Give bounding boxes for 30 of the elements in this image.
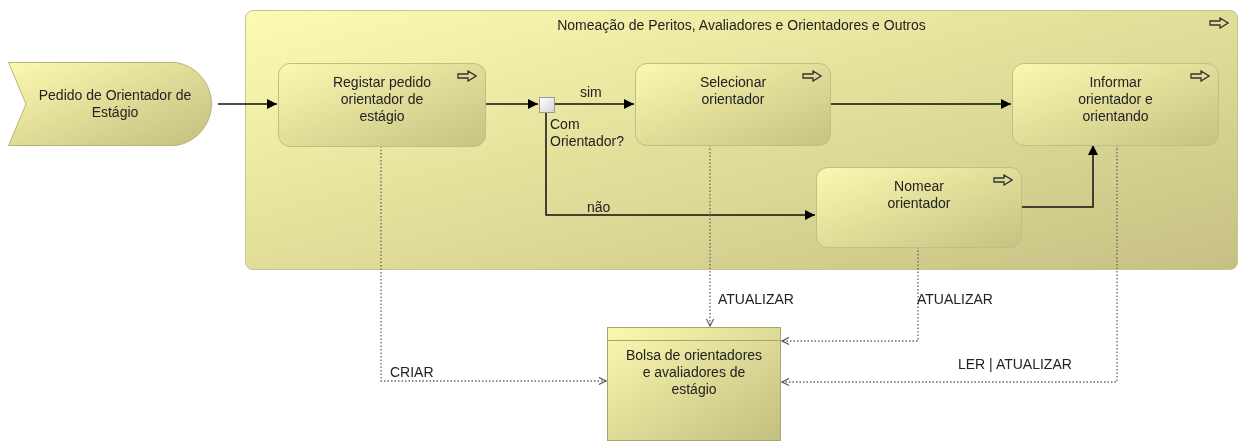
arrow xyxy=(217,99,278,109)
edge-label: LER | ATUALIZAR xyxy=(958,356,1072,373)
edge-label: não xyxy=(587,199,611,216)
dotted-arrow xyxy=(380,145,608,386)
edge-label: ATUALIZAR xyxy=(718,291,794,308)
node-text: Informar orientador e orientando xyxy=(1077,74,1154,125)
edge-label: sim xyxy=(580,84,602,101)
dotted-arrow xyxy=(780,246,919,346)
node-text: Selecionar orientador xyxy=(698,74,768,108)
process-group xyxy=(245,10,1238,270)
node-text: Pedido de Orientador de Estágio xyxy=(37,87,193,121)
task-box xyxy=(816,167,1022,248)
node-text: Bolsa de orientadores e avaliadores de estágio xyxy=(624,347,764,398)
node-text: Nomear orientador xyxy=(886,178,952,212)
task-box xyxy=(278,63,486,147)
node-text: Nomeação de Peritos, Avaliadores e Orientadores e Outros xyxy=(557,17,926,34)
arrow xyxy=(484,99,539,109)
task-box xyxy=(635,63,831,146)
edge-label: ATUALIZAR xyxy=(917,291,993,308)
data-store-box xyxy=(607,327,781,441)
arrow xyxy=(1020,144,1098,208)
node-text: Registar pedido orientador de estágio xyxy=(331,74,433,125)
gateway-label: Com Orientador? xyxy=(550,116,625,150)
dotted-arrow xyxy=(705,144,715,328)
dotted-arrow xyxy=(780,144,1118,387)
arrow xyxy=(553,99,635,109)
arrow xyxy=(829,99,1012,109)
arrow xyxy=(545,111,816,220)
edge-label: CRIAR xyxy=(390,364,434,381)
task-box xyxy=(1012,63,1219,146)
